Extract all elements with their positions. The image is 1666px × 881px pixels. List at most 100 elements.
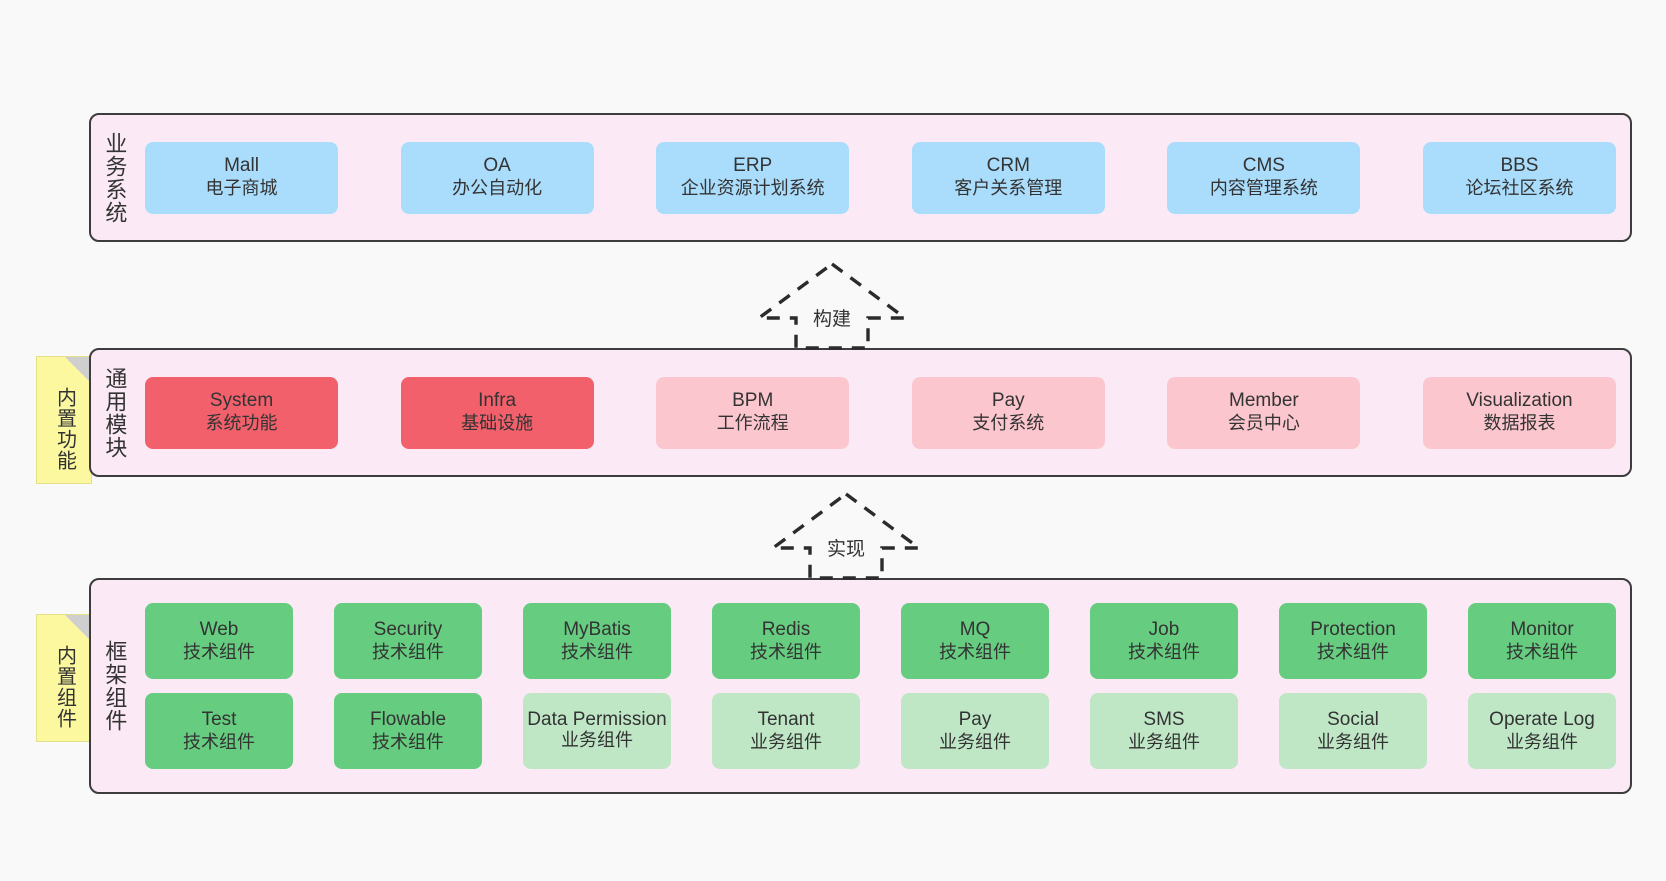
node-visualization[interactable]: Visualization 数据报表 [1422,376,1616,449]
node-data-permission[interactable]: Data Permission 业务组件 [523,693,671,769]
node-oa[interactable]: OA 办公自动化 [400,141,594,214]
node-subtitle: 业务组件 [939,731,1011,752]
note-built-in-features: 内置功能 [36,356,92,484]
node-infra[interactable]: Infra 基础设施 [400,376,594,449]
row: Mall 电子商城 OA 办公自动化 ERP 企业资源计划系统 CRM 客户关系… [145,141,1616,214]
node-mall[interactable]: Mall 电子商城 [145,141,338,214]
layer-title-business-system: 业务系统 [102,131,128,224]
node-title: System [209,390,274,412]
layer-body-business-system: Mall 电子商城 OA 办公自动化 ERP 企业资源计划系统 CRM 客户关系… [137,115,1630,240]
node-tenant[interactable]: Tenant 业务组件 [712,693,860,769]
connector-build: 构建 [753,261,911,350]
node-title: Pay [991,390,1025,412]
connector-implement-label: 实现 [826,539,865,560]
node-system[interactable]: System 系统功能 [145,376,338,449]
layer-framework-component: 框架组件 Web 技术组件 Security 技术组件 MyBatis 技术组件… [89,578,1632,794]
node-monitor[interactable]: Monitor 技术组件 [1468,603,1616,679]
node-subtitle: 技术组件 [1128,641,1200,662]
node-subtitle: 技术组件 [561,641,633,662]
node-title: Monitor [1510,618,1574,640]
row: Test 技术组件 Flowable 技术组件 Data Permission … [145,693,1616,769]
row: System 系统功能 Infra 基础设施 BPM 工作流程 Pay 支付系统… [145,376,1616,449]
connector-build-label: 构建 [812,309,851,330]
note-text: 内置组件 [53,645,76,729]
node-title: Redis [761,618,811,640]
note-fold-corner [65,357,91,383]
node-mq[interactable]: MQ 技术组件 [901,603,1049,679]
node-subtitle: 技术组件 [183,731,255,752]
node-title: Member [1229,390,1299,412]
node-subtitle: 业务组件 [1128,731,1200,752]
node-title: Protection [1310,618,1396,640]
row: Web 技术组件 Security 技术组件 MyBatis 技术组件 Redi… [145,603,1616,679]
node-title: Mall [224,155,259,177]
node-subtitle: 技术组件 [939,641,1011,662]
node-subtitle: 论坛社区系统 [1465,178,1574,199]
node-title: Operate Log [1489,708,1595,730]
node-subtitle: 技术组件 [372,641,444,662]
layer-body-framework-component: Web 技术组件 Security 技术组件 MyBatis 技术组件 Redi… [137,580,1630,792]
node-subtitle: 业务组件 [1506,731,1578,752]
node-title: CMS [1242,155,1285,177]
node-flowable[interactable]: Flowable 技术组件 [334,693,482,769]
node-title: Test [201,708,237,730]
node-subtitle: 支付系统 [972,413,1045,434]
node-title: Web [199,618,239,640]
node-subtitle: 内容管理系统 [1209,178,1318,199]
note-fold-corner [65,615,91,641]
node-subtitle: 电子商城 [205,178,278,199]
node-title: MyBatis [563,618,631,640]
connector-implement: 实现 [767,491,925,580]
node-title: MQ [959,618,991,640]
node-subtitle: 技术组件 [183,641,255,662]
layer-title-framework-component: 框架组件 [102,640,128,732]
node-bbs[interactable]: BBS 论坛社区系统 [1422,141,1616,214]
node-title: Infra [478,390,517,412]
node-pay-component[interactable]: Pay 业务组件 [901,693,1049,769]
node-subtitle: 业务组件 [750,731,822,752]
node-social[interactable]: Social 业务组件 [1279,693,1427,769]
node-title: Flowable [369,708,447,730]
node-sms[interactable]: SMS 业务组件 [1090,693,1238,769]
layer-body-common-module: System 系统功能 Infra 基础设施 BPM 工作流程 Pay 支付系统… [137,350,1630,475]
node-subtitle: 客户关系管理 [954,178,1063,199]
note-text: 内置功能 [53,387,76,471]
node-title: Tenant [757,708,815,730]
node-erp[interactable]: ERP 企业资源计划系统 [656,141,850,214]
node-subtitle: 业务组件 [561,730,633,751]
node-subtitle: 技术组件 [372,731,444,752]
arrow-outline [767,491,925,580]
layer-common-module: 通用模块 System 系统功能 Infra 基础设施 BPM 工作流程 Pay… [89,348,1632,477]
node-title: OA [483,155,511,177]
node-redis[interactable]: Redis 技术组件 [712,603,860,679]
node-subtitle: 技术组件 [750,641,822,662]
node-cms[interactable]: CMS 内容管理系统 [1167,141,1361,214]
node-security[interactable]: Security 技术组件 [334,603,482,679]
node-subtitle: 会员中心 [1227,413,1300,434]
node-protection[interactable]: Protection 技术组件 [1279,603,1427,679]
node-title: ERP [733,155,773,177]
node-title: BPM [732,390,774,412]
layer-business-system: 业务系统 Mall 电子商城 OA 办公自动化 ERP 企业资源计划系统 CRM… [89,113,1632,242]
node-title: BBS [1500,155,1539,177]
node-job[interactable]: Job 技术组件 [1090,603,1238,679]
node-operate-log[interactable]: Operate Log 业务组件 [1468,693,1616,769]
node-title: SMS [1143,708,1185,730]
arrow-outline [753,261,911,350]
node-bpm[interactable]: BPM 工作流程 [656,376,850,449]
node-subtitle: 办公自动化 [452,178,543,199]
node-member[interactable]: Member 会员中心 [1167,376,1361,449]
node-test[interactable]: Test 技术组件 [145,693,293,769]
note-built-in-components: 内置组件 [36,614,92,742]
node-web[interactable]: Web 技术组件 [145,603,293,679]
node-subtitle: 业务组件 [1317,731,1389,752]
node-mybatis[interactable]: MyBatis 技术组件 [523,603,671,679]
node-subtitle: 技术组件 [1506,641,1578,662]
node-pay[interactable]: Pay 支付系统 [911,376,1105,449]
node-crm[interactable]: CRM 客户关系管理 [911,141,1105,214]
node-title: CRM [986,155,1030,177]
node-title: Visualization [1466,390,1573,412]
node-title: Data Permission [527,709,667,731]
node-subtitle: 企业资源计划系统 [680,178,825,199]
